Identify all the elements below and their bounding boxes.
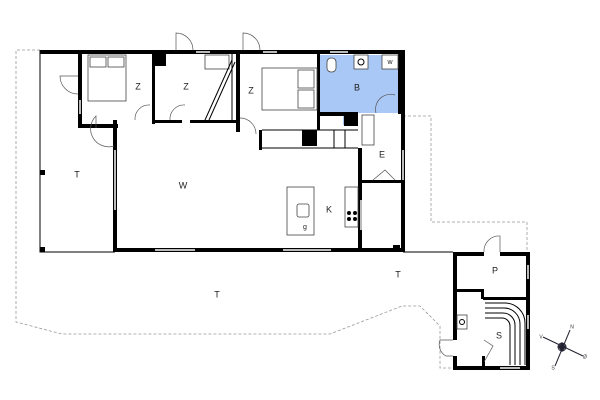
room-label-living: W (179, 180, 188, 190)
terrace-outline (15, 49, 453, 369)
room-label-dishwasher: g (303, 224, 307, 231)
room-label-sauna: S (496, 330, 502, 340)
bathroom-area (320, 55, 398, 125)
room-label-bathroom: B (354, 82, 360, 92)
walls (40, 50, 405, 252)
compass-east: Ø (583, 354, 587, 360)
column (40, 247, 45, 252)
room-label-bedroom-3: Z (248, 85, 254, 95)
sauna-benches (456, 302, 526, 365)
terrace-outline-right (403, 115, 528, 252)
compass-west: V (539, 334, 543, 340)
room-label-bedroom-1: Z (135, 81, 141, 91)
compass-north: N (570, 324, 574, 330)
column (40, 170, 45, 175)
compass-rose-icon: N V S Ø (539, 324, 587, 371)
room-label-terrace-right: T (395, 269, 401, 279)
room-label-kitchen: K (326, 204, 332, 214)
compass-south: S (551, 365, 555, 371)
windows (79, 51, 404, 251)
annex-walls (453, 252, 530, 370)
furniture (87, 54, 399, 236)
room-label-entrance: E (379, 149, 385, 159)
doors[interactable] (59, 32, 501, 357)
room-label-bedroom-2: Z (183, 81, 189, 91)
room-label-terrace-left: T (74, 169, 80, 179)
room-label-annex: P (492, 265, 498, 275)
room-label-terrace-bottom: T (214, 289, 220, 299)
room-label-washer: w (386, 59, 393, 66)
